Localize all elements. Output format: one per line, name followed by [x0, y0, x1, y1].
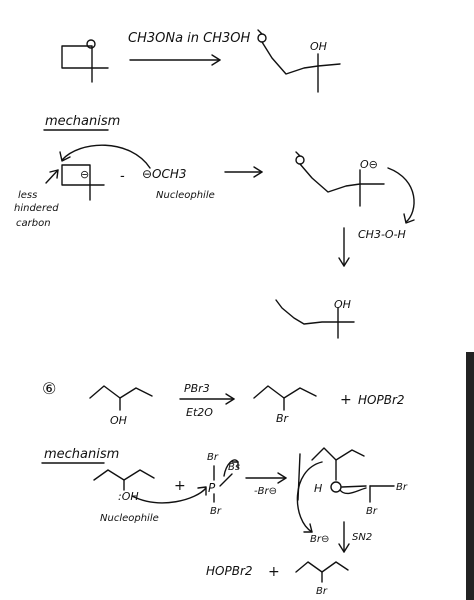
product-br: Br: [276, 412, 290, 425]
intermediate-h: H: [314, 482, 322, 495]
mechanism-2-arrow: -Br⊖: [245, 472, 287, 497]
proton-arrow: [387, 167, 415, 223]
intermediate-br-right: Br: [396, 482, 408, 493]
ring-square: [61, 45, 93, 69]
mechanism-1-heading: mechanism: [45, 114, 120, 129]
pbr3-br-right: Bs: [228, 462, 240, 473]
alkoxide-charge: O⊖: [360, 158, 378, 171]
leaving-arrow: [223, 459, 239, 477]
methoxide: ⊖OCH3: [142, 167, 187, 181]
plus-sign: +: [340, 392, 352, 408]
pbr3-p: P: [208, 481, 216, 495]
final-oh: OH: [334, 298, 351, 311]
alcohol-nucleophile: :OH Nucleophile: [93, 469, 207, 524]
reaction-arrow: [129, 54, 221, 66]
svg-text:carbon: carbon: [16, 218, 51, 229]
ring-charge: ⊖: [80, 168, 89, 181]
oxonium-o: [330, 481, 342, 493]
byproduct: HOPBr2: [358, 393, 405, 407]
problem-number: ⑥: [42, 379, 56, 398]
final-plus: +: [268, 564, 280, 580]
bond-arrow: [339, 487, 367, 495]
reactant-oh: OH: [110, 414, 127, 427]
bromide-loss: -Br⊖: [254, 486, 277, 497]
mechanism-1-arrow: [224, 166, 263, 178]
final-bromide-product: Br: [295, 561, 349, 597]
nucleophile-2-label: Nucleophile: [100, 513, 159, 524]
methoxy-oxygen: [257, 33, 267, 43]
product-1: OH: [257, 29, 341, 93]
reaction-2-arrow: [179, 393, 235, 405]
sn2-down-arrow: [338, 521, 350, 553]
reagent-bottom: Et2O: [186, 406, 213, 419]
hindrance-note: less hindered carbon: [14, 190, 59, 229]
down-arrow: [338, 227, 350, 267]
epoxide-ring: ⊖: [45, 144, 151, 201]
svg-text:less: less: [18, 190, 37, 201]
alkoxide-intermediate: O⊖: [295, 151, 415, 224]
reaction-1: CH3ONa in CH3OH OH: [61, 29, 341, 93]
final-byproduct: HOPBr2: [206, 564, 253, 578]
plus-2: +: [174, 478, 186, 494]
mechanism-2: mechanism :OH Nucleophile + Br P Bs Br -…: [41, 447, 408, 597]
phosphite-intermediate: H Br Br: [296, 447, 408, 533]
sn2-arrow: [296, 461, 323, 533]
final-product-1: OH: [275, 298, 355, 339]
lone-pair-arrow: [131, 487, 207, 504]
separator-dash: -: [120, 169, 125, 184]
proton-source: CH3-O-H: [358, 228, 406, 241]
mechanism-2-heading: mechanism: [44, 447, 119, 462]
final-br: Br: [316, 586, 328, 597]
pbr3-br-top: Br: [207, 452, 219, 463]
reagent-top: PBr3: [184, 382, 210, 395]
intermediate-br-bottom: Br: [366, 506, 378, 517]
bromide-product: Br: [253, 385, 317, 425]
svg-text:hindered: hindered: [14, 203, 59, 214]
reagent-text: CH3ONa in CH3OH: [128, 31, 251, 46]
ring-oxygen: [86, 39, 96, 49]
reaction-2: ⑥ OH PBr3 Et2O Br + HOPBr2: [42, 379, 405, 427]
alcohol-reactant: OH: [89, 385, 153, 427]
sn2-label: SN2: [352, 532, 372, 543]
epoxide-reactant: [61, 39, 109, 83]
attack-arrow: [61, 144, 151, 169]
nucleophile-label: Nucleophile: [156, 190, 215, 201]
hydroxyl-label: :OH: [118, 490, 139, 503]
page-edge-shadow: [466, 352, 474, 600]
bromide-ion: Br⊖: [310, 534, 329, 545]
product-oh: OH: [310, 40, 327, 53]
pbr3-br-bottom: Br: [210, 506, 222, 517]
mechanism-1: mechanism ⊖ - ⊖OCH3 Nucleophile less hin…: [14, 114, 415, 339]
pbr3: Br P Bs Br: [207, 452, 240, 517]
